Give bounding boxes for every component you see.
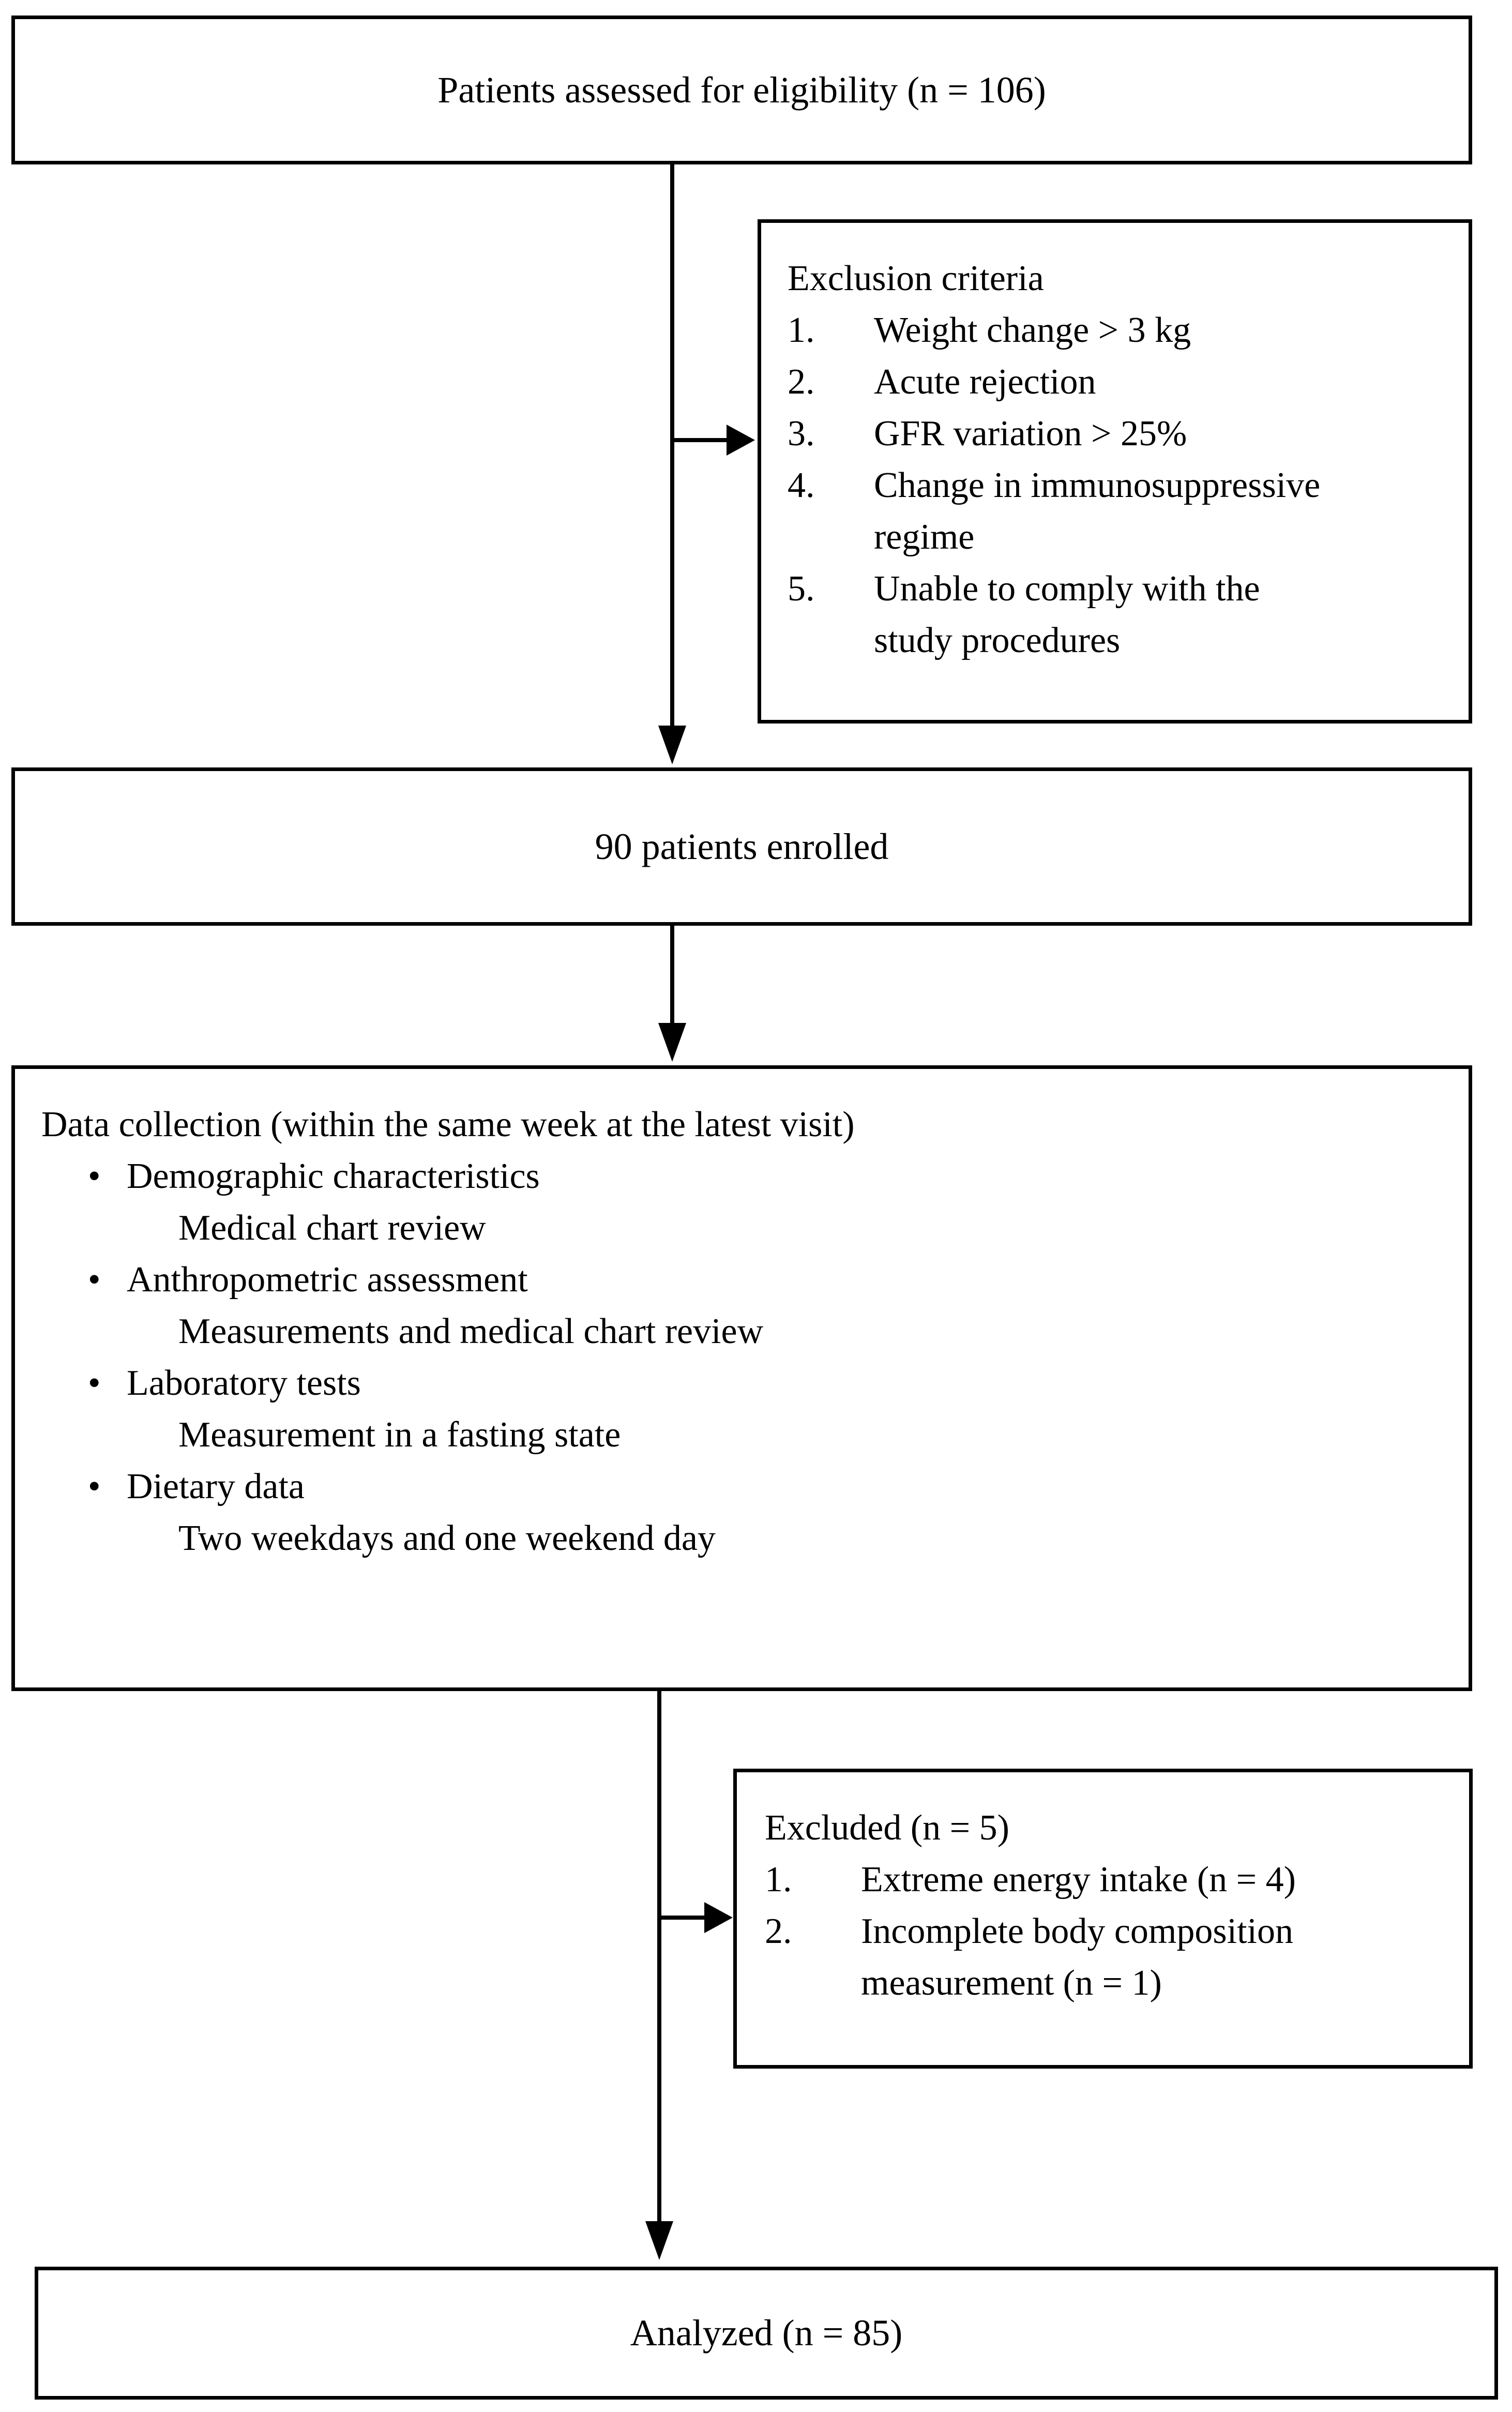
excluded-title: Excluded (n = 5) — [765, 1808, 1009, 1848]
arrow-eligibility-to-enrolled-head-icon — [658, 726, 686, 764]
exclusion-item: 3. GFR variation > 25% — [788, 408, 1453, 460]
exclusion-title: Exclusion criteria — [788, 259, 1044, 298]
bullet-label: Anthropometric assessment — [127, 1260, 528, 1300]
item-text: GFR variation > 25% — [874, 414, 1187, 454]
bullet-sub-text: Measurements and medical chart review — [178, 1311, 764, 1351]
bullet-icon: • — [88, 1260, 101, 1300]
bullet-icon: • — [88, 1363, 101, 1403]
exclusion-criteria-box: Exclusion criteria 1. Weight change > 3 … — [758, 219, 1472, 723]
item-text: Extreme energy intake (n = 4) — [861, 1860, 1296, 1900]
branch-arrow-to-excluded-head-icon — [704, 1902, 733, 1933]
item-text: Change in immunosuppressive — [874, 465, 1321, 505]
bullet-icon: • — [88, 1467, 101, 1506]
bullet-label: Dietary data — [127, 1467, 305, 1506]
item-number: 2. — [788, 362, 815, 402]
item-text: Unable to comply with the — [874, 569, 1260, 609]
item-text: measurement (n = 1) — [861, 1963, 1162, 2003]
arrow-data-to-analyzed-line — [657, 1691, 661, 2221]
item-number: 1. — [765, 1860, 792, 1900]
arrow-eligibility-to-enrolled-line — [670, 164, 674, 730]
arrow-enrolled-to-data-head-icon — [658, 1023, 686, 1062]
item-text: regime — [874, 517, 975, 557]
item-number: 4. — [788, 465, 815, 505]
exclusion-item: 4. Change in immunosuppressive regime — [788, 460, 1453, 563]
item-text: Weight change > 3 kg — [874, 310, 1191, 350]
analyzed-text: Analyzed (n = 85) — [630, 2312, 903, 2354]
bullet-sub-text: Two weekdays and one weekend day — [178, 1518, 716, 1558]
eligibility-text: Patients assessed for eligibility (n = 1… — [437, 69, 1046, 111]
branch-arrow-to-excluded-line — [659, 1916, 706, 1920]
bullet-sub-text: Medical chart review — [178, 1208, 486, 1248]
bullet-label: Demographic characteristics — [127, 1156, 540, 1196]
item-text: Incomplete body composition — [861, 1911, 1293, 1951]
excluded-item: 1. Extreme energy intake (n = 4) — [765, 1854, 1454, 1906]
data-collection-item: • Anthropometric assessment — [15, 1254, 1469, 1306]
enrolled-box: 90 patients enrolled — [11, 767, 1472, 926]
branch-arrow-to-exclusion-head-icon — [727, 425, 755, 456]
exclusion-item: 5. Unable to comply with the study proce… — [788, 563, 1453, 667]
arrow-enrolled-to-data-line — [670, 926, 674, 1023]
excluded-item: 2. Incomplete body composition measureme… — [765, 1906, 1454, 2009]
data-collection-item: • Laboratory tests — [15, 1358, 1469, 1409]
item-text: study procedures — [874, 621, 1121, 660]
bullet-icon: • — [88, 1156, 101, 1196]
item-number: 3. — [788, 414, 815, 454]
item-number: 2. — [765, 1911, 792, 1951]
data-collection-box: Data collection (within the same week at… — [11, 1065, 1472, 1691]
data-collection-item: • Demographic characteristics — [15, 1151, 1469, 1202]
enrolled-text: 90 patients enrolled — [595, 825, 889, 867]
arrow-data-to-analyzed-head-icon — [645, 2221, 673, 2260]
excluded-box: Excluded (n = 5) 1. Extreme energy intak… — [733, 1769, 1473, 2069]
analyzed-box: Analyzed (n = 85) — [35, 2267, 1498, 2400]
item-text: Acute rejection — [874, 362, 1096, 402]
data-collection-title: Data collection (within the same week at… — [41, 1105, 855, 1144]
bullet-label: Laboratory tests — [127, 1363, 361, 1403]
item-number: 1. — [788, 310, 815, 350]
bullet-sub-text: Measurement in a fasting state — [178, 1415, 621, 1455]
eligibility-box: Patients assessed for eligibility (n = 1… — [11, 16, 1472, 164]
item-number: 5. — [788, 569, 815, 609]
branch-arrow-to-exclusion-line — [672, 438, 728, 442]
data-collection-item: • Dietary data — [15, 1461, 1469, 1513]
exclusion-item: 2. Acute rejection — [788, 356, 1453, 408]
exclusion-item: 1. Weight change > 3 kg — [788, 305, 1453, 356]
